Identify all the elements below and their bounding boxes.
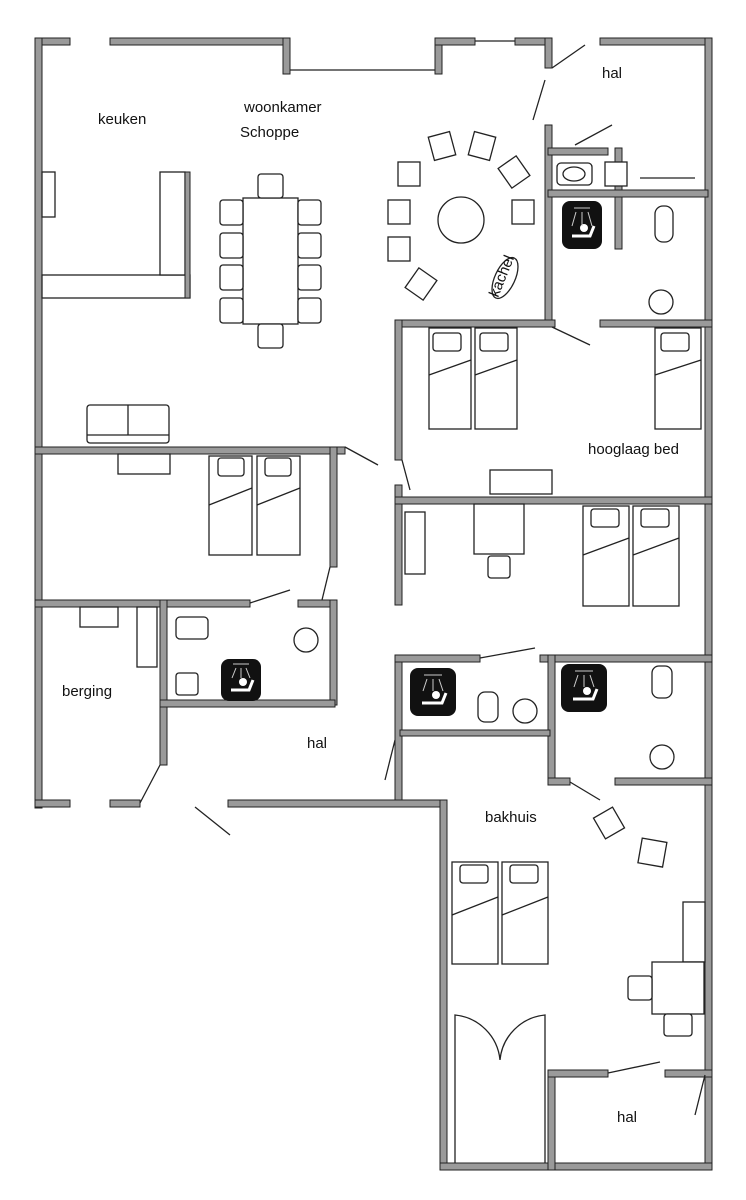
room-label-hal-bottom: hal (617, 1109, 637, 1126)
beds (208, 327, 702, 965)
room-label-berging: berging (62, 683, 112, 700)
shower-icon (410, 668, 456, 716)
dining-table (219, 173, 322, 349)
kitchen-counter (41, 171, 191, 299)
shower-icon (561, 664, 607, 712)
room-label-woonkamer: woonkamer (243, 99, 322, 116)
room-label-bakhuis: bakhuis (485, 809, 537, 826)
shower-icon (562, 201, 602, 249)
walls (34, 37, 713, 1171)
doors (139, 44, 706, 1163)
room-label-hal-top: hal (602, 65, 622, 82)
room-label-hooglaag-bed: hooglaag bed (588, 441, 679, 458)
sanitary (175, 161, 695, 770)
room-label-schoppe: Schoppe (240, 124, 299, 141)
room-label-keuken: keuken (98, 111, 146, 128)
shower-icon (221, 659, 261, 701)
furniture (79, 453, 706, 1037)
lounge-seating (86, 130, 535, 444)
room-label-hal-middle: hal (307, 735, 327, 752)
